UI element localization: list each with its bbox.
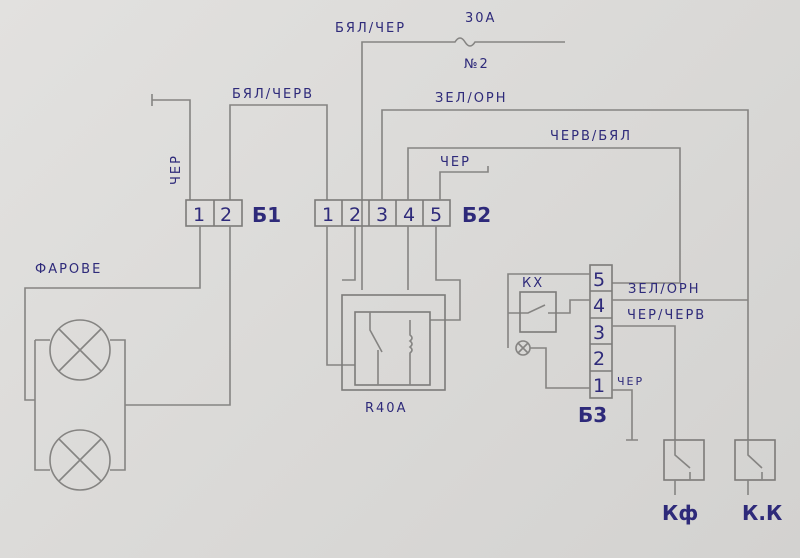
kx-switch: КХ — [507, 273, 590, 389]
connector-b3: 5 4 3 2 1 Б3 — [578, 264, 613, 427]
b2-pin: 5 — [430, 204, 442, 226]
ground-b1-label: ЧЕР — [169, 154, 184, 185]
b3-pin: 5 — [593, 269, 605, 291]
b3-black-red-wire — [612, 325, 676, 440]
relay-label: R40A — [365, 401, 407, 416]
headlamp-bulb — [49, 319, 111, 381]
red-white-wire — [407, 147, 681, 284]
ground-b3-label: ЧЕР — [617, 375, 644, 388]
headlights: ФАРОВЕ — [24, 226, 231, 491]
switch-kf: Кф — [662, 439, 705, 525]
switch-kk: К.К — [734, 439, 783, 525]
green-orange-label: ЗЕЛ/ОРН — [435, 91, 508, 106]
fuse-wire: БЯЛ/ЧЕР 30А №2 — [335, 11, 565, 290]
ground-b2-label: ЧЕР — [440, 155, 471, 170]
headlamp-bulb — [49, 429, 111, 491]
b3-pin: 4 — [593, 295, 605, 317]
b1-feed-label: БЯЛ/ЧЕРВ — [232, 87, 314, 102]
connector-b1: 1 2 Б1 — [185, 199, 281, 227]
b2-pin: 3 — [376, 204, 388, 226]
b3-black-red-label: ЧЕР/ЧЕРВ — [627, 308, 706, 323]
switch-kk-label: К.К — [742, 501, 783, 525]
fuse-wire-label: БЯЛ/ЧЕР — [335, 21, 406, 36]
ground-b1-wire — [151, 94, 191, 200]
fuse-rating: 30А — [465, 11, 496, 26]
b1-pin: 2 — [220, 204, 232, 226]
b3-label: Б3 — [578, 403, 607, 427]
fuse-number: №2 — [464, 57, 490, 72]
red-white-label: ЧЕРВ/БЯЛ — [550, 129, 632, 144]
ground-b3-wire — [612, 389, 638, 441]
connector-b2: 1 2 3 4 5 Б2 — [314, 199, 491, 227]
b3-pin: 3 — [593, 322, 605, 344]
b1-label: Б1 — [252, 203, 281, 227]
headlights-label: ФАРОВЕ — [35, 262, 102, 277]
b2-label: Б2 — [462, 203, 491, 227]
green-orange-wire — [381, 109, 749, 440]
switch-kf-label: Кф — [662, 501, 698, 525]
b3-green-orange-label: ЗЕЛ/ОРН — [628, 282, 701, 297]
kx-label: КХ — [522, 276, 544, 291]
ground-b2-wire — [439, 166, 489, 200]
b2-pin: 2 — [349, 204, 361, 226]
b3-pin: 2 — [593, 348, 605, 370]
relay-r40a: R40A — [326, 226, 461, 416]
b2-pin: 1 — [322, 204, 334, 226]
b1-feed-wire — [229, 104, 328, 200]
b1-pin: 1 — [193, 204, 205, 226]
b3-pin: 1 — [593, 375, 605, 397]
b2-pin: 4 — [403, 204, 415, 226]
